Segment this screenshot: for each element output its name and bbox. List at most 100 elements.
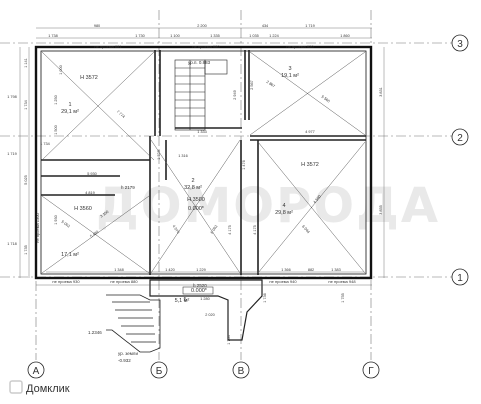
dim-diag-9: 3 100 [99, 210, 109, 219]
dim-diag-13: 2 020 [205, 313, 215, 317]
axis-col-v-label: В [238, 366, 245, 377]
dim-left-vstack-2: 1 250 [54, 95, 58, 105]
dim-center-2: 2 567 [250, 80, 254, 90]
axis-row-1: 1 [451, 268, 469, 286]
stair-elevation: ур.п. 0.883 [188, 60, 211, 65]
dim-diag-3: 4 076 [172, 224, 181, 234]
opening-left-1: не проема 1300 [35, 213, 40, 243]
ground-label: ур. земли [118, 351, 138, 356]
dim-diag-6: 6 044 [301, 224, 310, 234]
opening-labels: не проема 881 не проема 980 не проема 92… [35, 44, 356, 284]
room-labels: 1 29,1 м² Н 3572 2 32,8 м² Н 3500 0.000*… [61, 66, 319, 304]
dim-top-int-7: 1 860 [340, 34, 350, 38]
opening-bottom-4: не проема 948 [328, 279, 356, 284]
dimension-chains [19, 27, 385, 286]
dim-center-6: 1 476 [242, 160, 246, 170]
room-1-height: Н 3572 [80, 75, 98, 81]
dim-top-int-4: 1 335 [210, 34, 220, 38]
dim-top-ext-2: 2 200 [197, 24, 207, 28]
dim-left-vstack-4: 1 930 [54, 215, 58, 225]
dim-diag-1: 7 774 [116, 110, 126, 119]
dim-center-1: 1 729 [157, 150, 161, 160]
dim-top-ext-4: 1 719 [305, 24, 315, 28]
dim-bottom-ext-3: 1 764 [227, 335, 231, 345]
dim-bottom-2: 1 420 [165, 268, 175, 272]
dim-diag-12: 1 280 [200, 297, 210, 301]
dim-top-ext-1: 980 [94, 24, 100, 28]
dim-left-ext-2: 1 719 [7, 152, 17, 156]
watermark-text: ДОМОРОДА [96, 178, 440, 234]
logo-text: Домклик [26, 383, 70, 395]
opening-top-2: не проема 980 [192, 44, 220, 49]
axis-row-3: 3 [451, 34, 469, 52]
dim-top-ext-3: 434 [262, 24, 268, 28]
axis-col-g: Г [362, 361, 380, 379]
dim-bottom-3: 1 229 [196, 268, 206, 272]
room-2-elevation: 0.000* [188, 206, 205, 212]
opening-bottom-1: не проема 930 [52, 279, 80, 284]
room-3-area: 19,1 м² [281, 73, 299, 79]
dim-center-4: 4 175 [228, 225, 232, 235]
interior-walls [41, 50, 366, 275]
misc-labels: ур.п. 0.883 ур. земли -0.932 h 2179 h 25… [88, 60, 211, 363]
dim-top-int-3: 1 100 [170, 34, 180, 38]
dim-center-5: 4 175 [253, 225, 257, 235]
dim-left-ext-1: 1 798 [7, 95, 17, 99]
axis-col-b: Б [150, 361, 168, 379]
dimension-text: 980 2 200 434 1 719 1 738 1 730 1 100 1 … [7, 24, 383, 345]
axis-row-1-label: 1 [457, 273, 463, 284]
opening-bottom-2: не проема 880 [110, 279, 138, 284]
opening-bottom-3: не проема 940 [269, 279, 297, 284]
dim-top-int-1: 1 738 [48, 34, 58, 38]
dim-top-int-2: 1 730 [135, 34, 145, 38]
opening-top-1: не проема 881 [94, 44, 122, 49]
hatch-label-1: h 2179 [121, 185, 135, 190]
dim-diag-4: 6 002 [210, 224, 219, 234]
axis-row-3-label: 3 [457, 39, 463, 50]
dim-top-int-5: 1 035 [249, 34, 259, 38]
dim-mid-4: 4 819 [85, 191, 95, 195]
dim-left-vstack-3: 1 500 [54, 125, 58, 135]
dim-left-int-3: 5 025 [24, 175, 28, 185]
dim-left-int-1: 1 141 [24, 58, 28, 68]
dim-bottom-4: 1 366 [281, 268, 291, 272]
room-1-area: 29,1 м² [61, 109, 79, 115]
room-4-area: 29,8 м² [275, 210, 293, 216]
dim-bottom-ext-2: 1 755 [341, 293, 345, 303]
dim-center-3: 2 949 [233, 90, 237, 100]
opening-top-3: не проема 920 [286, 44, 314, 49]
room-6-area: 17,1 м² [61, 252, 79, 258]
dim-bottom-5: 882 [308, 268, 314, 272]
dim-right-2: 3 855 [379, 205, 383, 215]
room-2-number: 2 [191, 178, 194, 184]
dim-mid-1: 1 333 [197, 130, 207, 134]
dim-left-vstack-1: 1 000 [59, 65, 63, 75]
ground-elevation: -0.932 [118, 358, 131, 363]
dim-mid-3: 5 930 [87, 172, 97, 176]
dim-bottom-ext-1: 1 736 [263, 293, 267, 303]
step-label: 1.2346 [88, 330, 102, 335]
dim-diag-5: 5 560 [321, 95, 331, 104]
axis-col-a-label: А [33, 366, 40, 377]
dim-diag-2: 5 484 [89, 230, 99, 239]
room-diagonals [41, 51, 366, 274]
hatch-label-2: h 2520 [193, 283, 207, 288]
dim-diag-8: 5 002 [61, 220, 71, 229]
dim-diag-10: 1 734 [40, 142, 50, 146]
house-icon [9, 380, 23, 394]
dim-mid-2: 4 977 [305, 130, 315, 134]
room-4-number: 4 [282, 203, 285, 209]
room-5-area: 5,1 м² [175, 298, 190, 304]
axis-col-a: А [27, 361, 45, 379]
dim-mid-5: 1 316 [178, 154, 188, 158]
room-2-height: Н 3500 [187, 197, 205, 203]
room-5-elevation: 0.000* [191, 288, 208, 294]
exterior-walls [34, 45, 373, 280]
dim-left-ext-3: 1 718 [7, 242, 17, 246]
axis-col-v: В [232, 361, 250, 379]
dim-bottom-6: 1 383 [331, 268, 341, 272]
dim-top-int-6: 1 224 [269, 34, 279, 38]
dim-bottom-1: 1 348 [114, 268, 124, 272]
axis-col-g-label: Г [368, 366, 374, 377]
